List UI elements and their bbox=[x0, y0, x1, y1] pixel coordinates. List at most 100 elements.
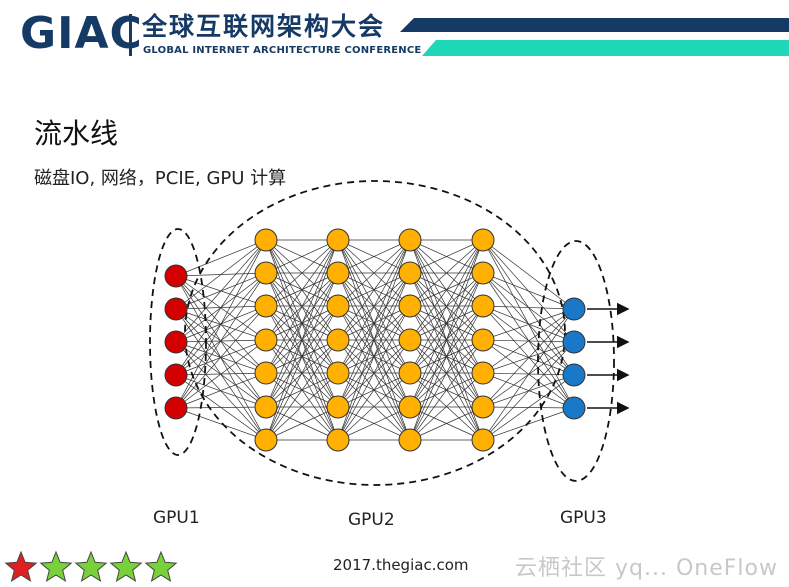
gpu-partitions bbox=[149, 180, 615, 486]
connection-line bbox=[409, 239, 484, 441]
hidden-node bbox=[398, 261, 422, 285]
hidden-node bbox=[398, 395, 422, 419]
hidden-node bbox=[471, 395, 495, 419]
gpu1-label: GPU1 bbox=[153, 508, 200, 528]
header-stripe-dark bbox=[400, 18, 789, 32]
input-node bbox=[164, 396, 188, 420]
hidden-node bbox=[326, 261, 350, 285]
connection-line bbox=[265, 239, 339, 408]
hidden-node bbox=[471, 428, 495, 452]
conference-name-en: GLOBAL INTERNET ARCHITECTURE CONFERENCE bbox=[143, 45, 422, 56]
slide-subtitle: 磁盘IO, 网络，PCIE, GPU 计算 bbox=[34, 168, 287, 189]
connection-line bbox=[265, 305, 339, 441]
connection-line bbox=[482, 341, 575, 441]
hidden-node bbox=[326, 328, 350, 352]
connection-line bbox=[409, 272, 484, 441]
connection-line bbox=[175, 239, 267, 409]
connection-line bbox=[482, 305, 575, 409]
connection-line bbox=[409, 239, 484, 274]
connection-line bbox=[265, 239, 339, 274]
connection-line bbox=[265, 372, 339, 441]
hidden-node bbox=[254, 361, 278, 385]
input-node bbox=[164, 264, 188, 288]
star-icon bbox=[39, 550, 73, 582]
logo-text: GIAC bbox=[20, 8, 143, 59]
connection-line bbox=[337, 239, 411, 441]
network-connections bbox=[175, 239, 575, 441]
connection-line bbox=[175, 239, 267, 343]
connection-line bbox=[482, 308, 575, 441]
connection-line bbox=[175, 406, 267, 409]
connection-line bbox=[175, 239, 267, 310]
connection-line bbox=[482, 407, 575, 441]
connection-line bbox=[482, 239, 575, 310]
connection-line bbox=[175, 305, 267, 409]
connection-line bbox=[409, 305, 484, 441]
header-stripes bbox=[400, 18, 789, 56]
star-icon bbox=[4, 550, 38, 582]
connection-line bbox=[265, 239, 339, 341]
connection-line bbox=[337, 239, 411, 408]
gpu2-label: GPU2 bbox=[348, 510, 395, 530]
connection-line bbox=[482, 305, 575, 310]
watermark: 云栖社区 yq... OneFlow bbox=[515, 556, 778, 581]
connection-line bbox=[265, 406, 339, 441]
hidden-node bbox=[326, 294, 350, 318]
connection-line bbox=[265, 272, 339, 441]
logo-divider bbox=[129, 14, 132, 56]
hidden-node bbox=[254, 261, 278, 285]
connection-line bbox=[482, 305, 575, 376]
connection-line bbox=[265, 339, 339, 441]
hidden-node bbox=[398, 328, 422, 352]
input-node bbox=[164, 330, 188, 354]
connection-line bbox=[337, 239, 411, 307]
connection-line bbox=[175, 372, 267, 409]
connection-line bbox=[409, 406, 484, 441]
connection-line bbox=[482, 374, 575, 441]
connection-line bbox=[175, 239, 267, 376]
connection-line bbox=[337, 339, 411, 441]
gpu1-boundary bbox=[149, 228, 207, 456]
hidden-node bbox=[398, 294, 422, 318]
connection-line bbox=[409, 239, 484, 408]
connection-line bbox=[337, 239, 411, 274]
connection-line bbox=[337, 239, 411, 341]
output-node bbox=[562, 297, 586, 321]
hidden-node bbox=[471, 328, 495, 352]
hidden-node bbox=[254, 294, 278, 318]
connection-line bbox=[265, 239, 339, 441]
hidden-node bbox=[398, 228, 422, 252]
footer-url: 2017.thegiac.com bbox=[333, 556, 469, 574]
connection-line bbox=[409, 239, 484, 307]
header-stripe-teal bbox=[422, 40, 789, 56]
connection-line bbox=[409, 372, 484, 441]
hidden-node bbox=[471, 228, 495, 252]
connection-line bbox=[337, 372, 411, 441]
connection-line bbox=[482, 308, 575, 408]
connection-line bbox=[265, 239, 339, 374]
connection-line bbox=[175, 239, 267, 277]
connection-line bbox=[337, 272, 411, 441]
hidden-node bbox=[254, 328, 278, 352]
output-node bbox=[562, 330, 586, 354]
hidden-node bbox=[254, 228, 278, 252]
output-node bbox=[562, 396, 586, 420]
hidden-node bbox=[398, 361, 422, 385]
slide-title: 流水线 bbox=[34, 117, 119, 150]
hidden-node bbox=[326, 395, 350, 419]
connection-line bbox=[482, 308, 575, 341]
connection-line bbox=[175, 339, 267, 409]
conference-name-cn: 全球互联网架构大会 bbox=[142, 12, 386, 41]
connection-line bbox=[265, 239, 339, 307]
connection-line bbox=[337, 239, 411, 374]
connection-line bbox=[482, 305, 575, 343]
star-icon bbox=[74, 550, 108, 582]
hidden-node bbox=[471, 261, 495, 285]
hidden-node bbox=[254, 395, 278, 419]
output-node bbox=[562, 363, 586, 387]
connection-line bbox=[175, 374, 267, 408]
gpu2-boundary bbox=[184, 180, 566, 486]
hidden-node bbox=[326, 361, 350, 385]
rating-stars bbox=[4, 550, 178, 582]
